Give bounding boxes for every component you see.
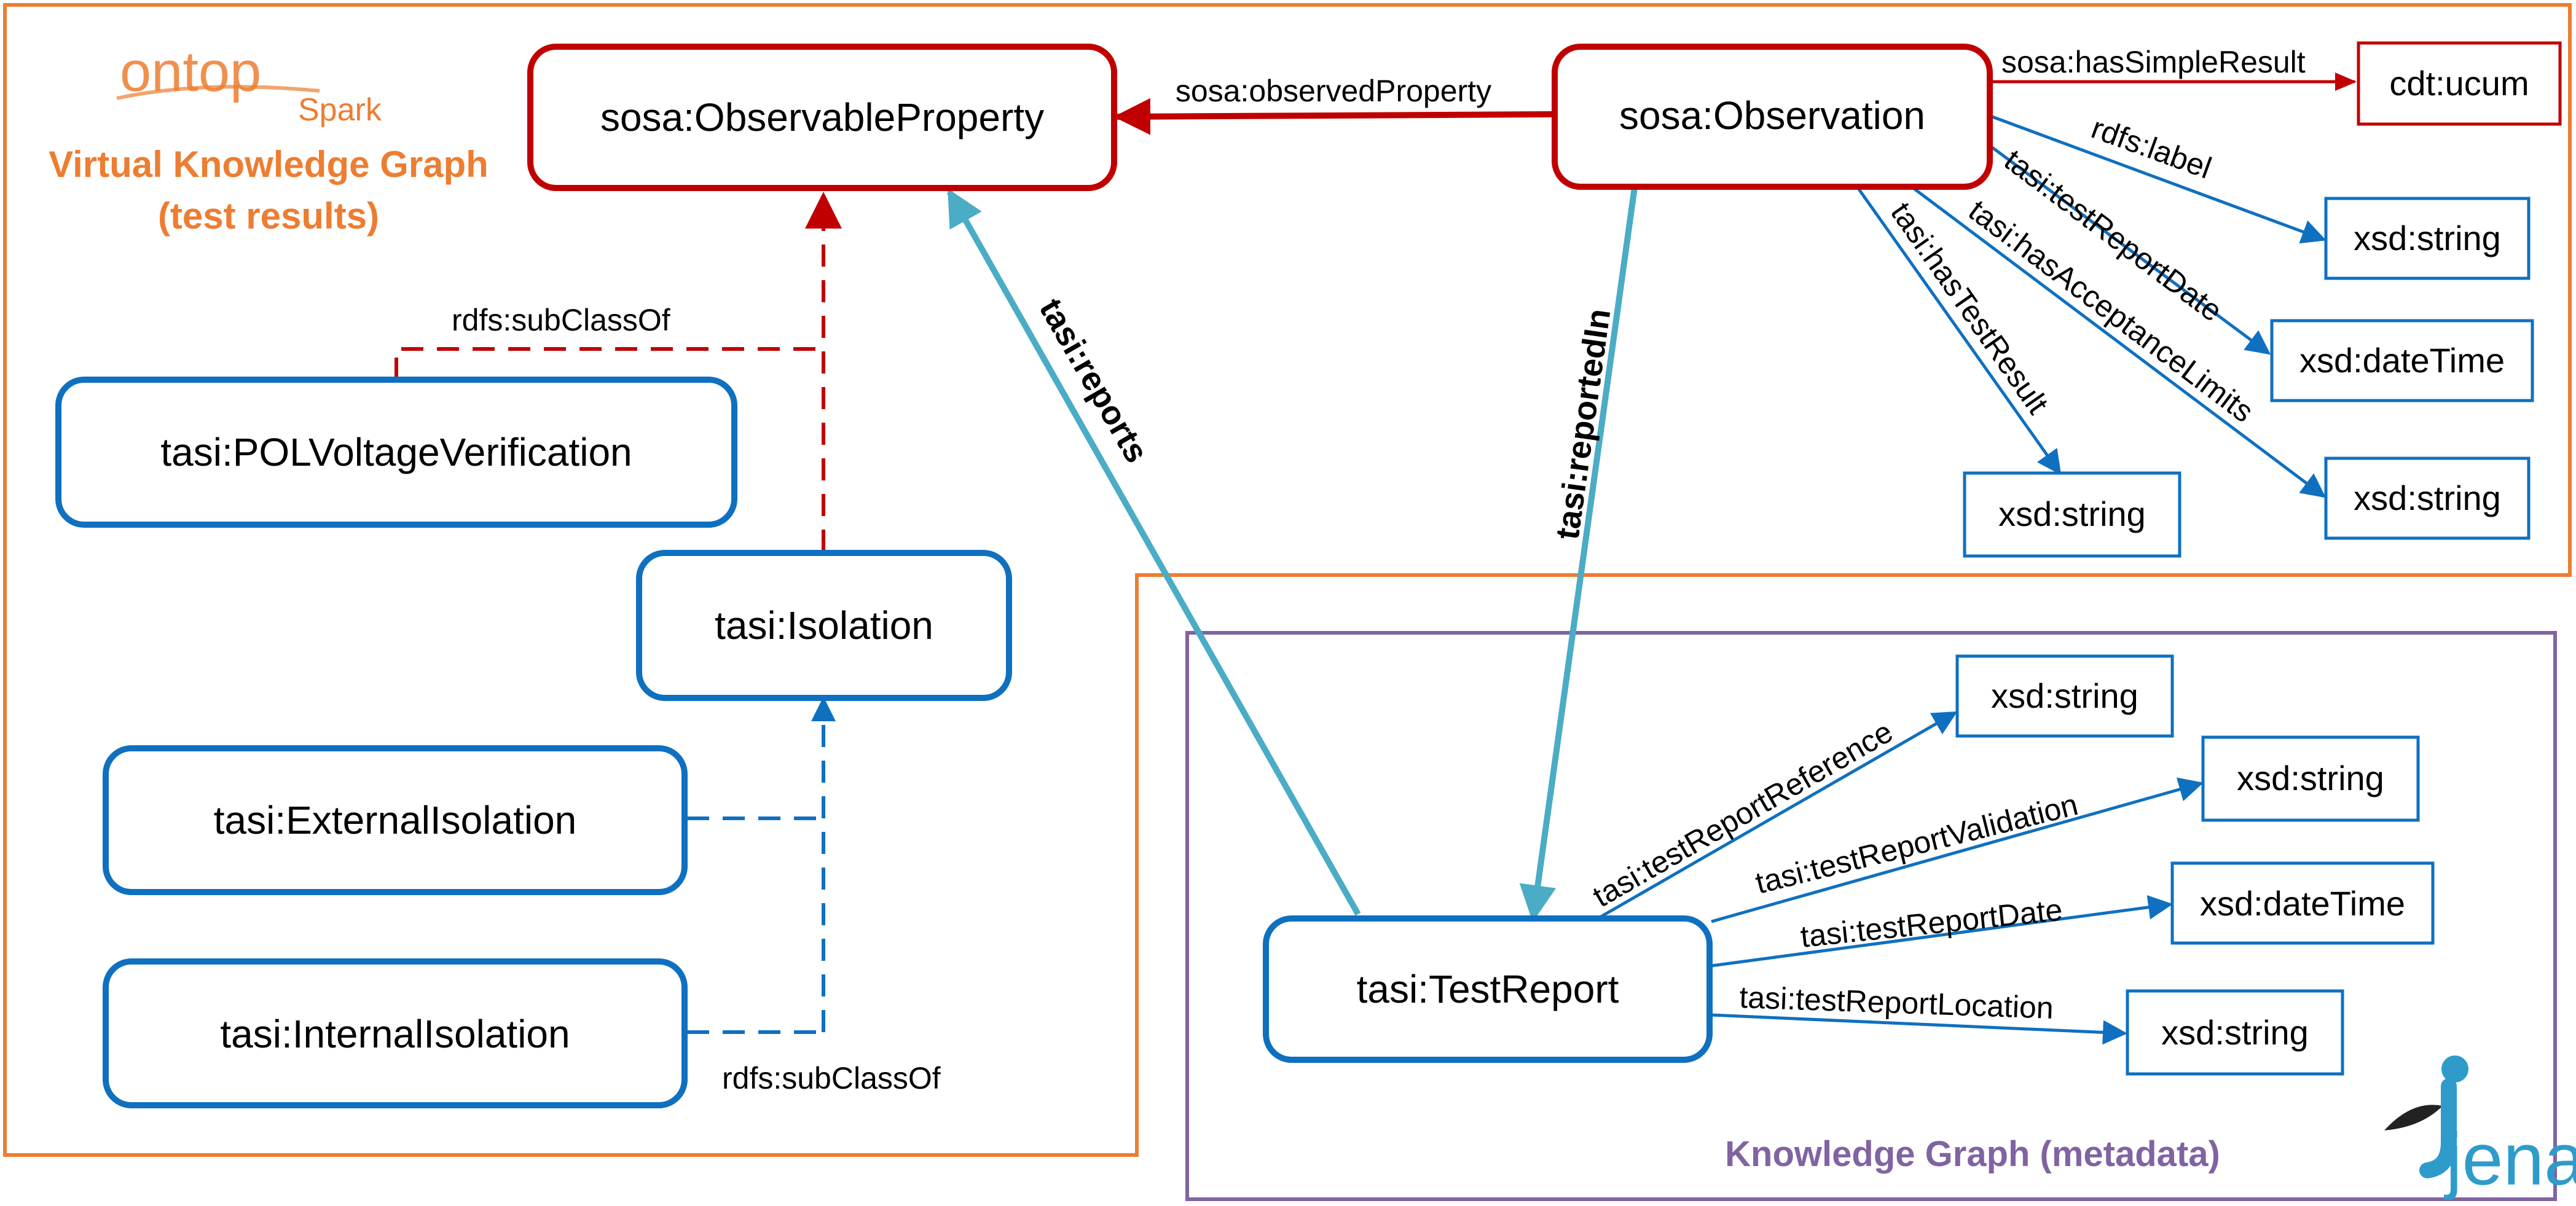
edge-label-tr-reference: tasi:testReportReference (1587, 714, 1899, 914)
edge-label-subclass-top: rdfs:subClassOf (452, 303, 670, 337)
node-observable-property-box (527, 44, 1117, 191)
literal-tr-date[interactable]: xsd:dateTime (2170, 861, 2435, 945)
literal-tr-date-label: xsd:dateTime (2200, 884, 2405, 923)
edge-tr-validation (1711, 777, 2204, 923)
literal-obs-date-label: xsd:dateTime (2299, 341, 2505, 380)
literal-obs-limits[interactable]: xsd:string (2324, 456, 2531, 540)
jena-logo-text: jena (2444, 1118, 2576, 1200)
literal-tr-reference-box (1955, 654, 2174, 738)
edge-subclass-pol (395, 347, 823, 380)
literal-obs-date[interactable]: xsd:dateTime (2270, 319, 2534, 402)
edge-test-report-date-obs (1991, 146, 2271, 355)
node-external-isolation[interactable]: tasi:ExternalIsolation (103, 745, 688, 895)
literal-ucum-label: cdt:ucum (2389, 64, 2529, 103)
edge-label (1992, 115, 2327, 244)
node-external-isolation-box (103, 745, 688, 895)
vkg-region-border (3, 3, 2572, 1157)
vkg-region-subtitle: (test results) (158, 195, 379, 237)
node-test-report[interactable]: tasi:TestReport (1263, 915, 1713, 1063)
node-pol-voltage-label: tasi:POLVoltageVerification (160, 430, 632, 474)
ontop-logo-sub: Spark (298, 92, 382, 128)
vkg-region-title: Virtual Knowledge Graph (49, 144, 489, 185)
literal-obs-label[interactable]: xsd:string (2324, 197, 2531, 280)
edge-label-tr-validation: tasi:testReportValidation (1752, 787, 2081, 901)
literal-tr-reference[interactable]: xsd:string (1955, 654, 2174, 738)
ontop-logo-swoosh (116, 85, 320, 100)
edge-reports (946, 188, 1361, 916)
edge-tr-reference (1596, 711, 1958, 920)
literal-obs-label-label: xsd:string (2354, 219, 2501, 257)
node-external-isolation-label: tasi:ExternalIsolation (214, 798, 577, 842)
edge-label-has-simple-result: sosa:hasSimpleResult (2001, 45, 2306, 79)
node-pol-voltage[interactable]: tasi:POLVoltageVerification (55, 377, 737, 528)
jena-logo: jena (2384, 1055, 2576, 1200)
literal-tr-location-label: xsd:string (2161, 1013, 2309, 1052)
literal-tr-validation[interactable]: xsd:string (2201, 735, 2420, 822)
literal-obs-limits-box (2324, 456, 2531, 540)
edge-label-observed-property: sosa:observedProperty (1176, 74, 1491, 108)
kg-region-title: Knowledge Graph (metadata) (1725, 1134, 2220, 1174)
literal-tr-validation-box (2201, 735, 2420, 822)
node-observable-property-label: sosa:ObservableProperty (600, 95, 1044, 139)
ontop-logo: ontop Spark (116, 41, 382, 128)
edge-has-simple-result-head (2335, 72, 2357, 91)
node-observable-property[interactable]: sosa:ObservableProperty (527, 44, 1117, 191)
literal-obs-limits-label: xsd:string (2354, 479, 2501, 517)
node-observation-label: sosa:Observation (1619, 93, 1925, 138)
node-observation[interactable]: sosa:Observation (1552, 44, 1993, 190)
literal-tr-reference-label: xsd:string (1991, 676, 2138, 715)
edge-label-tr-date: tasi:testReportDate (1799, 893, 2064, 954)
node-isolation[interactable]: tasi:Isolation (636, 550, 1012, 701)
edge-has-acceptance-limits (1911, 186, 2327, 498)
literal-obs-label-box (2324, 197, 2531, 280)
node-isolation-label: tasi:Isolation (715, 603, 933, 648)
literal-obs-result-box (1963, 471, 2181, 558)
node-internal-isolation-box (103, 958, 688, 1108)
literal-obs-result-label: xsd:string (1998, 495, 2146, 533)
node-pol-voltage-box (55, 377, 737, 528)
node-internal-isolation[interactable]: tasi:InternalIsolation (103, 958, 688, 1108)
jena-logo-feather (2384, 1105, 2443, 1130)
edge-reported-in (1519, 187, 1638, 922)
literal-tr-date-box (2170, 861, 2435, 945)
edge-tr-location (1711, 1013, 2127, 1045)
edge-label-subclass-bottom: rdfs:subClassOf (722, 1061, 941, 1095)
kg-region-border (1185, 631, 2557, 1201)
node-test-report-label: tasi:TestReport (1357, 967, 1619, 1011)
literal-obs-date-box (2270, 319, 2534, 402)
literal-tr-location-box (2126, 989, 2344, 1076)
node-internal-isolation-label: tasi:InternalIsolation (220, 1012, 570, 1056)
literal-ucum[interactable]: cdt:ucum (2357, 41, 2562, 126)
literal-ucum-box (2357, 41, 2562, 126)
jena-logo-dot (2441, 1055, 2468, 1083)
edge-observed-property (1113, 98, 1552, 135)
node-isolation-box (636, 550, 1012, 701)
node-observation-box (1552, 44, 1993, 190)
node-test-report-box (1263, 915, 1713, 1063)
literal-tr-validation-label: xsd:string (2237, 759, 2384, 797)
literal-obs-result[interactable]: xsd:string (1963, 471, 2181, 558)
edge-has-test-result (1857, 188, 2062, 476)
edge-tr-date (1711, 895, 2173, 968)
jena-logo-stem (2419, 1078, 2457, 1178)
literal-tr-location[interactable]: xsd:string (2126, 989, 2344, 1076)
edge-label-reported-in: tasi:reportedIn (1549, 307, 1617, 542)
